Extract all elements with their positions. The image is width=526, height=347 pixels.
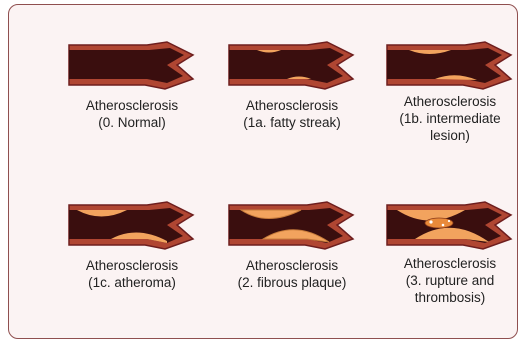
- stage-title: Atherosclerosis: [47, 257, 217, 274]
- stage-title: Atherosclerosis: [47, 97, 217, 114]
- stage-title: Atherosclerosis: [207, 257, 377, 274]
- stage-title: Atherosclerosis: [365, 255, 526, 272]
- artery-atheroma-illustration: [67, 201, 197, 251]
- stage-label: Atherosclerosis (1a. fatty streak): [207, 97, 377, 131]
- artery-normal-illustration: [67, 41, 197, 91]
- stage-subtitle-2: lesion): [365, 127, 526, 144]
- stage-normal: Atherosclerosis (0. Normal): [47, 41, 217, 131]
- stage-label: Atherosclerosis (1c. atheroma): [47, 257, 217, 291]
- stage-subtitle: (2. fibrous plaque): [207, 274, 377, 291]
- artery-fatty-streak-illustration: [227, 41, 357, 91]
- stage-subtitle: (0. Normal): [47, 114, 217, 131]
- stage-subtitle: (1b. intermediate: [365, 110, 526, 127]
- stage-title: Atherosclerosis: [207, 97, 377, 114]
- stage-label: Atherosclerosis (2. fibrous plaque): [207, 257, 377, 291]
- artery-fibrous-plaque-illustration: [227, 201, 357, 251]
- artery-intermediate-lesion-illustration: [385, 41, 515, 91]
- stage-fatty-streak: Atherosclerosis (1a. fatty streak): [207, 41, 377, 131]
- artery-rupture-thrombosis-illustration: [385, 201, 515, 251]
- stage-subtitle: (3. rupture and: [365, 272, 526, 289]
- stage-label: Atherosclerosis (1b. intermediate lesion…: [365, 93, 526, 144]
- stage-fibrous-plaque: Atherosclerosis (2. fibrous plaque): [207, 201, 377, 291]
- stage-intermediate-lesion: Atherosclerosis (1b. intermediate lesion…: [365, 41, 526, 144]
- stage-subtitle-2: thrombosis): [365, 289, 526, 306]
- stage-subtitle: (1a. fatty streak): [207, 114, 377, 131]
- stage-rupture-thrombosis: Atherosclerosis (3. rupture and thrombos…: [365, 201, 526, 306]
- figure-panel: Atherosclerosis (0. Normal) Atherosclero…: [8, 4, 518, 339]
- stage-atheroma: Atherosclerosis (1c. atheroma): [47, 201, 217, 291]
- stage-label: Atherosclerosis (0. Normal): [47, 97, 217, 131]
- stage-subtitle: (1c. atheroma): [47, 274, 217, 291]
- stage-title: Atherosclerosis: [365, 93, 526, 110]
- stage-label: Atherosclerosis (3. rupture and thrombos…: [365, 255, 526, 306]
